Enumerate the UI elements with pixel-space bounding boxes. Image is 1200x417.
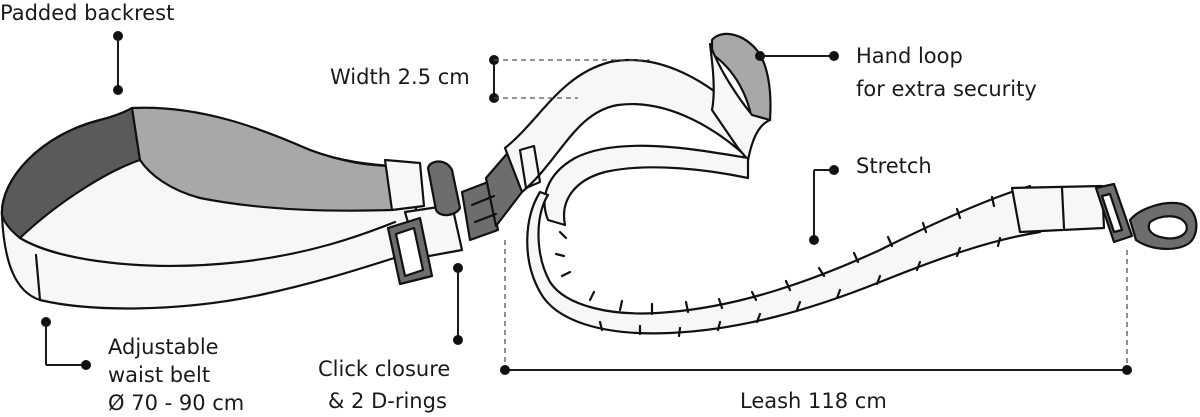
- leash-strap-lower: [543, 144, 750, 227]
- stretch-bungee: [526, 184, 1106, 338]
- label-hand-loop-sub: for extra security: [856, 77, 1037, 101]
- callout-padded-backrest: Padded backrest: [0, 1, 174, 95]
- callout-stretch: Stretch: [809, 154, 932, 245]
- label-padded-backrest: Padded backrest: [0, 1, 174, 25]
- callout-click-closure: Click closure & 2 D-rings: [318, 263, 463, 413]
- callout-waist-belt: Adjustable waist belt Ø 70 - 90 cm: [41, 317, 244, 415]
- label-click-closure-1: Click closure: [318, 357, 450, 381]
- waist-belt: [0, 106, 464, 310]
- d-ring-round: [426, 160, 462, 217]
- label-click-closure-2: & 2 D-rings: [328, 389, 447, 413]
- callout-hand-loop: Hand loop for extra security: [755, 44, 1037, 101]
- label-width: Width 2.5 cm: [330, 65, 470, 89]
- bungee-tube: [526, 184, 1042, 335]
- label-waist-belt-2: waist belt: [108, 363, 210, 387]
- label-leash-length: Leash 118 cm: [740, 389, 887, 413]
- label-stretch: Stretch: [856, 154, 932, 178]
- label-waist-belt-3: Ø 70 - 90 cm: [108, 391, 244, 415]
- callout-width: Width 2.5 cm: [330, 55, 650, 103]
- snap-hook: [1094, 182, 1198, 250]
- label-hand-loop: Hand loop: [856, 44, 963, 68]
- label-waist-belt-1: Adjustable: [108, 335, 219, 359]
- callout-leash-length: Leash 118 cm: [500, 240, 1132, 413]
